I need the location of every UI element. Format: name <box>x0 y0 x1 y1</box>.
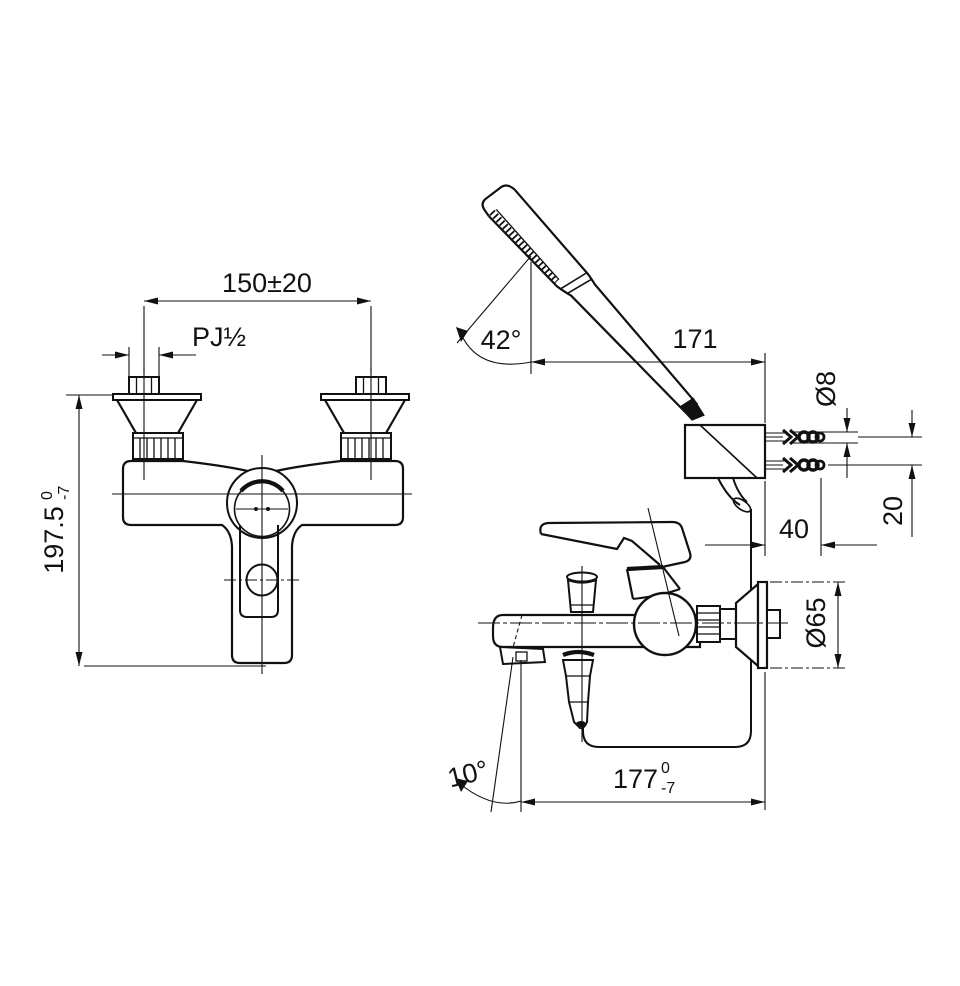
dim-flange-dia: Ø65 <box>770 581 848 669</box>
dim-spout-face-angle: 10° <box>445 656 522 813</box>
spout-front <box>239 525 279 618</box>
dim-label-screw-spacing: 20 <box>878 496 908 526</box>
dim-inlet-spacing: 150±20 <box>143 268 372 372</box>
dim-label-anchor-depth: 40 <box>779 514 809 544</box>
mixer-body-front <box>121 459 405 665</box>
valve-body-side <box>632 591 698 657</box>
spout-outlet <box>498 645 547 666</box>
dim-label-overall-height: 197.5 <box>39 506 69 574</box>
hand-shower <box>481 184 705 421</box>
shower-hose <box>582 509 752 748</box>
dim-label-spout-reach: 177 <box>613 764 658 794</box>
dim-label-overall-height-tol-upper: 0 <box>39 491 56 500</box>
dim-inlet-thread: PJ½ <box>102 322 246 393</box>
wall-flange <box>734 580 781 670</box>
wall-anchor-screws <box>765 428 826 474</box>
dim-label-spout-face-angle: 10° <box>445 755 492 794</box>
hose-nut <box>678 397 705 421</box>
dim-label-spout-reach-tol-lower: -7 <box>661 780 675 797</box>
dim-label-inlet-thread: PJ½ <box>192 322 246 352</box>
side-view <box>478 507 788 742</box>
dim-label-inlet-spacing: 150±20 <box>222 268 312 298</box>
lever-handle <box>539 520 692 600</box>
dim-screw-spacing: 20 <box>828 410 922 537</box>
dim-label-anchor-hole-dia: Ø8 <box>811 371 841 407</box>
dim-handshower-offset: 171 <box>531 324 766 423</box>
dim-label-handshower-offset: 171 <box>672 324 717 354</box>
dim-overall-height: 197.5 0 -7 <box>39 394 266 667</box>
dim-label-handshower-angle: 42° <box>481 325 522 355</box>
dim-anchor-depth: 40 <box>705 478 877 556</box>
dim-label-overall-height-tol-lower: -7 <box>56 486 73 500</box>
spray-nozzles <box>489 209 560 284</box>
front-view <box>112 368 412 674</box>
dim-label-spout-reach-tol-upper: 0 <box>661 760 670 777</box>
shower-bracket <box>582 423 767 748</box>
dim-spout-reach: 177 0 -7 <box>521 672 766 810</box>
dim-handshower-angle: 42° <box>456 255 532 374</box>
dim-anchor-hole-dia: Ø8 <box>790 371 858 478</box>
hose-outlet <box>561 649 595 730</box>
dim-label-flange-dia: Ø65 <box>801 597 831 648</box>
